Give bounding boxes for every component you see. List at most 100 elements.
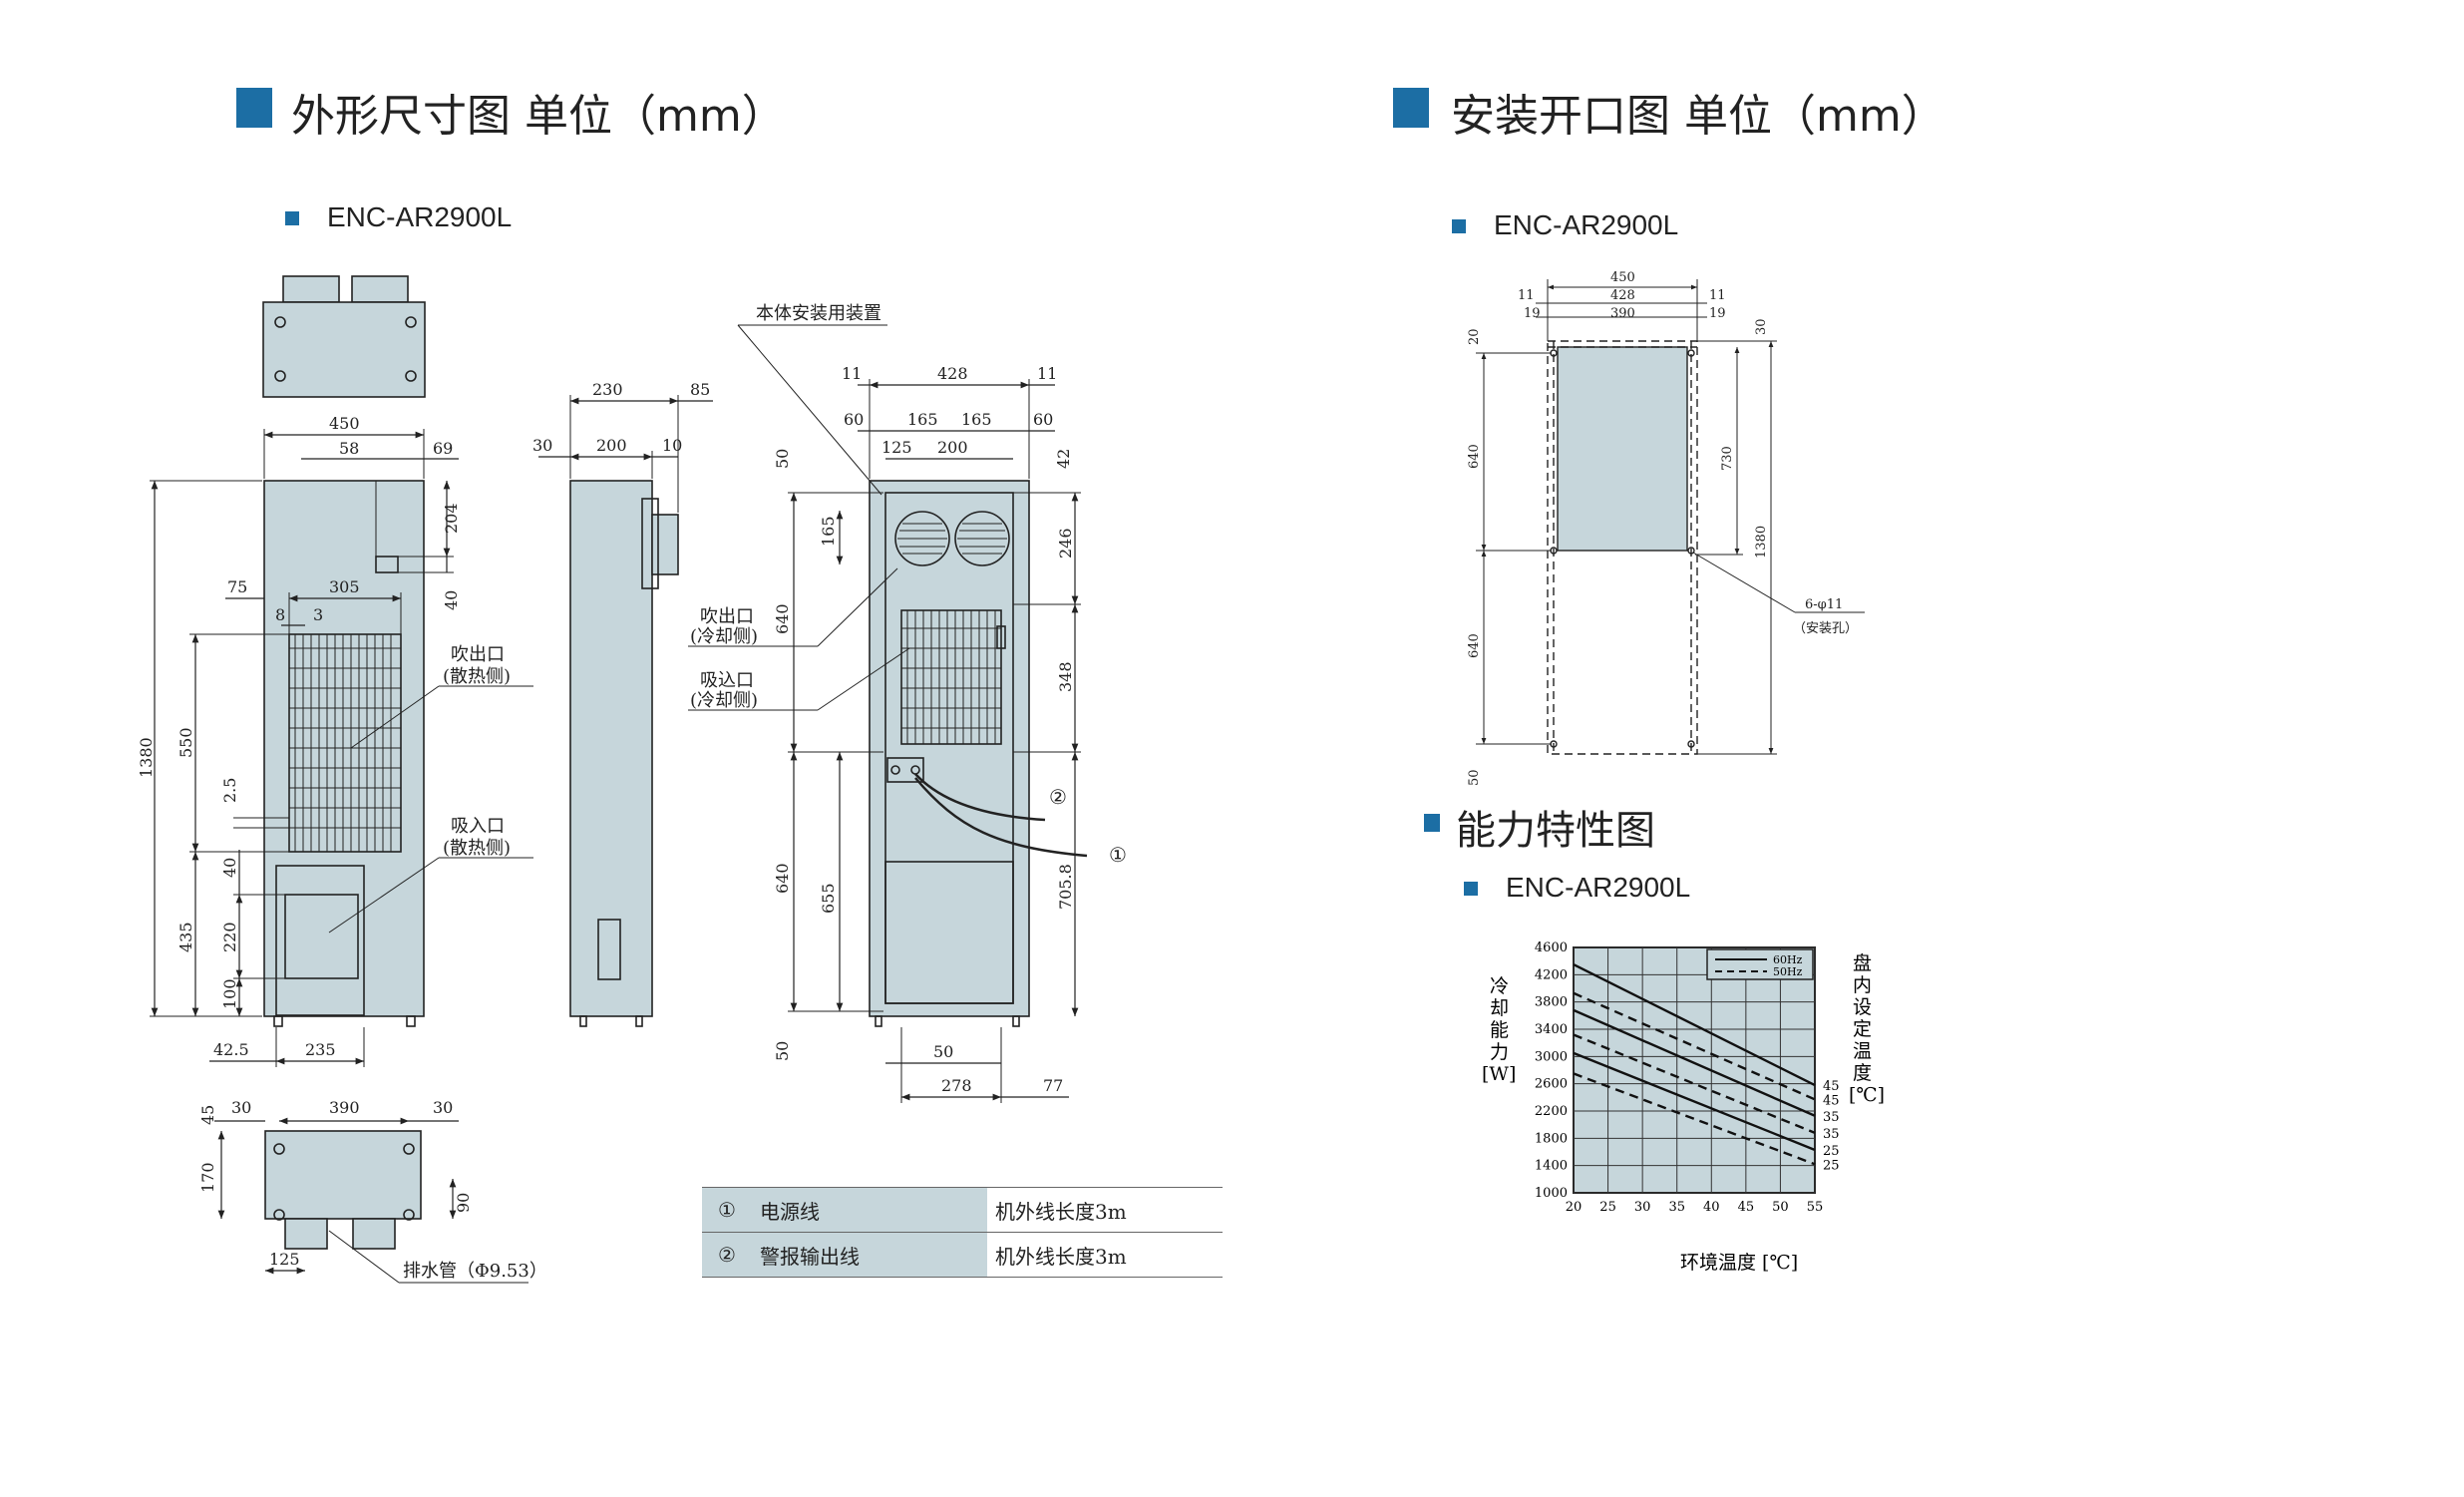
cutout-dim-11a: 11 xyxy=(1518,288,1535,303)
y-tick-label: 2600 xyxy=(1535,1077,1568,1092)
legend-mark: ② xyxy=(702,1232,752,1278)
legend-mark: ① xyxy=(702,1187,752,1233)
back-view xyxy=(688,324,1088,1103)
y-tick-label: 1000 xyxy=(1535,1186,1568,1201)
dim-back-348: 348 xyxy=(1056,661,1075,692)
legend-desc: 机外线长度3m xyxy=(987,1187,1223,1233)
side-view xyxy=(538,395,713,1027)
dim-side-10: 10 xyxy=(662,436,682,455)
dim-front-40b: 40 xyxy=(220,858,239,878)
dim-side-30: 30 xyxy=(532,436,552,455)
dim-back-42: 42 xyxy=(1054,449,1073,469)
dim-front-550: 550 xyxy=(176,727,195,758)
dim-back-60b: 60 xyxy=(1033,410,1053,429)
model-label-outline: ENC-AR2900L xyxy=(327,201,513,232)
setpoint-label: 25 xyxy=(1823,1158,1840,1173)
plan-view xyxy=(214,1117,528,1284)
model-label-capacity: ENC-AR2900L xyxy=(1506,872,1691,903)
plot-area xyxy=(1573,946,1816,1194)
cutout-dim-390: 390 xyxy=(1610,306,1635,321)
grid xyxy=(1573,946,1816,1194)
x-tick-label: 40 xyxy=(1703,1200,1720,1215)
dim-back-165a: 165 xyxy=(907,410,938,429)
series-line-60Hz-25 xyxy=(1573,1051,1816,1152)
dim-back-165c: 165 xyxy=(819,516,838,547)
y-tick-label: 4200 xyxy=(1535,967,1568,982)
x-tick-label: 25 xyxy=(1599,1200,1616,1215)
right-axis-label-char: 度 xyxy=(1853,1062,1872,1084)
right-axis-label-char: 设 xyxy=(1853,996,1872,1018)
x-tick-label: 45 xyxy=(1738,1200,1755,1215)
dim-back-278: 278 xyxy=(941,1076,972,1095)
dim-back-655: 655 xyxy=(819,883,838,914)
dim-back-165b: 165 xyxy=(961,410,992,429)
dim-front-69: 69 xyxy=(433,439,453,458)
dim-plan-45: 45 xyxy=(198,1105,217,1125)
x-tick-label: 50 xyxy=(1772,1200,1789,1215)
cutout-dim-11b: 11 xyxy=(1709,288,1726,303)
right-axis-label-char: 定 xyxy=(1853,1018,1872,1040)
label-drain: 排水管（Φ9.53） xyxy=(403,1261,547,1282)
cutout-dim-30: 30 xyxy=(1754,318,1769,335)
cutout-dim-19b: 19 xyxy=(1709,306,1726,321)
sub-marker-capacity xyxy=(1464,882,1478,896)
right-axis-label-char: 温 xyxy=(1853,1040,1872,1062)
cutout-dim-450: 450 xyxy=(1610,270,1635,285)
label-hot-inlet-side: (散热侧) xyxy=(443,838,511,859)
dim-front-235: 235 xyxy=(305,1040,336,1059)
y-axis-label: 冷却能力[W] xyxy=(1482,975,1516,1085)
outline-drawings: 450 58 69 204 40 75 305 8 3 1380 550 2.5… xyxy=(137,275,1127,1284)
cable-legend-table: ① 电源线 机外线长度3m ② 警报输出线 机外线长度3m xyxy=(702,1187,1223,1278)
dim-back-50c: 50 xyxy=(933,1042,953,1061)
y-tick-label: 1800 xyxy=(1535,1131,1568,1146)
top-mini-view xyxy=(262,275,426,398)
series-lines xyxy=(1573,963,1816,1166)
x-tick-label: 20 xyxy=(1566,1200,1583,1215)
y-tick-label: 3800 xyxy=(1535,995,1568,1010)
legend-entry: 60Hz xyxy=(1773,953,1803,966)
dim-back-246: 246 xyxy=(1056,528,1075,559)
right-axis-label: 盘内设定温度[℃] xyxy=(1849,952,1885,1106)
dim-front-42-5: 42.5 xyxy=(213,1040,249,1059)
dim-plan-390: 390 xyxy=(329,1098,360,1117)
legend-name: 电源线 xyxy=(752,1187,987,1233)
dim-side-200: 200 xyxy=(596,436,627,455)
dim-front-305: 305 xyxy=(329,577,360,596)
dim-plan-30a: 30 xyxy=(231,1098,251,1117)
label-cold-inlet: 吸込口 xyxy=(700,670,754,691)
section-marker-outline xyxy=(236,88,272,128)
y-axis-label-char: 力 xyxy=(1490,1041,1509,1063)
dim-back-125: 125 xyxy=(881,438,912,457)
dim-front-width: 450 xyxy=(329,414,360,433)
x-tick-label: 35 xyxy=(1668,1200,1685,1215)
legend-name: 警报输出线 xyxy=(752,1232,987,1278)
section-title-mounting: 安装开口图 单位（mm） xyxy=(1451,91,1945,142)
setpoint-label: 35 xyxy=(1823,1127,1840,1142)
cutout-holes: 6-φ11 xyxy=(1805,597,1843,612)
setpoint-label: 45 xyxy=(1823,1079,1840,1094)
cutout-dim-19a: 19 xyxy=(1524,306,1541,321)
dim-front-2-5: 2.5 xyxy=(220,778,239,803)
table-row: ① 电源线 机外线长度3m xyxy=(702,1187,1223,1233)
legend-box xyxy=(1706,948,1814,980)
dim-back-77: 77 xyxy=(1043,1076,1063,1095)
dim-back-640b: 640 xyxy=(773,863,792,894)
cutout-dim-730: 730 xyxy=(1720,446,1735,471)
y-axis-label-char: 能 xyxy=(1490,1019,1509,1041)
front-view xyxy=(150,429,533,1067)
dim-front-100: 100 xyxy=(220,978,239,1009)
dim-front-1380: 1380 xyxy=(137,737,156,778)
model-label-mounting: ENC-AR2900L xyxy=(1494,209,1679,240)
series-line-60Hz-45 xyxy=(1573,963,1816,1087)
legend-desc: 机外线长度3m xyxy=(987,1232,1223,1278)
dim-plan-90: 90 xyxy=(454,1193,473,1213)
x-tick-label: 55 xyxy=(1807,1200,1824,1215)
mark-2: ② xyxy=(1049,785,1067,809)
sub-marker-outline xyxy=(285,211,299,225)
right-axis-label-char: 盘 xyxy=(1853,952,1872,974)
label-hot-outlet-side: (散热侧) xyxy=(443,666,511,687)
y-tick-label: 2200 xyxy=(1535,1104,1568,1119)
